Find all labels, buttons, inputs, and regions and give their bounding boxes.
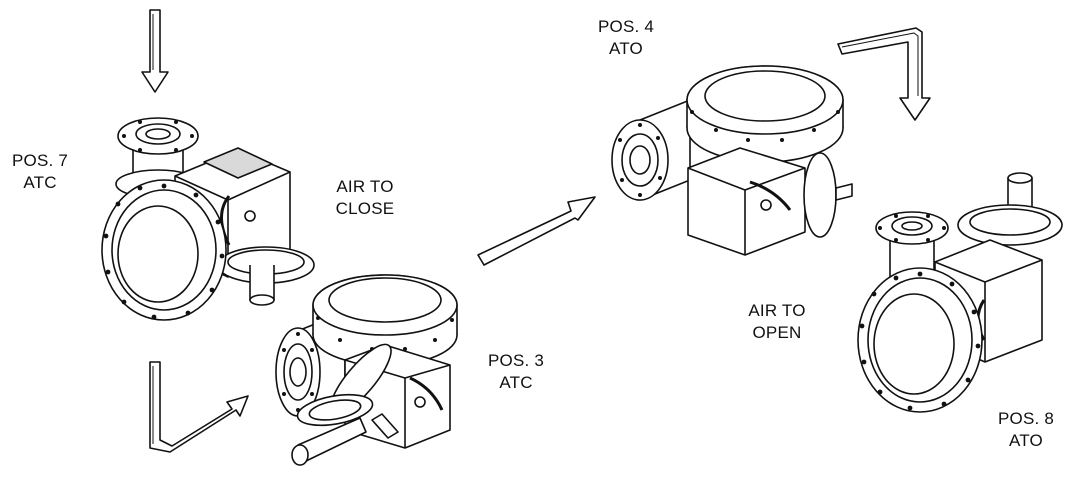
label-air-to-open-line2: OPEN <box>752 323 802 342</box>
label-pos4-line2: ATO <box>609 39 643 58</box>
hook-arrow-top-right <box>837 27 931 121</box>
label-pos7-line1: POS. 7 <box>11 151 68 170</box>
label-air-to-open-line1: AIR TO <box>748 301 806 320</box>
label-pos3: POS. 3 ATC <box>476 350 556 394</box>
label-pos8: POS. 8 ATO <box>986 408 1066 452</box>
diagonal-arrow-center <box>477 196 596 266</box>
valve-pos8 <box>857 172 1063 413</box>
label-pos7: POS. 7 ATC <box>0 150 80 194</box>
valve-pos4 <box>611 65 853 256</box>
label-air-to-close-line1: AIR TO <box>336 177 394 196</box>
valve-pos7 <box>101 117 315 321</box>
label-air-to-close: AIR TO CLOSE <box>320 176 410 220</box>
hook-arrow-bottom-left <box>149 361 249 453</box>
label-pos3-line2: ATC <box>499 373 533 392</box>
label-pos4: POS. 4 ATO <box>586 16 666 60</box>
label-pos8-line2: ATO <box>1009 431 1043 450</box>
label-pos8-line1: POS. 8 <box>997 409 1054 428</box>
down-arrow-top-left <box>141 9 169 93</box>
valve-pos3 <box>275 274 458 466</box>
label-pos4-line1: POS. 4 <box>597 17 654 36</box>
label-pos7-line2: ATC <box>23 173 57 192</box>
label-air-to-open: AIR TO OPEN <box>732 300 822 344</box>
label-pos3-line1: POS. 3 <box>487 351 544 370</box>
label-air-to-close-line2: CLOSE <box>335 199 395 218</box>
